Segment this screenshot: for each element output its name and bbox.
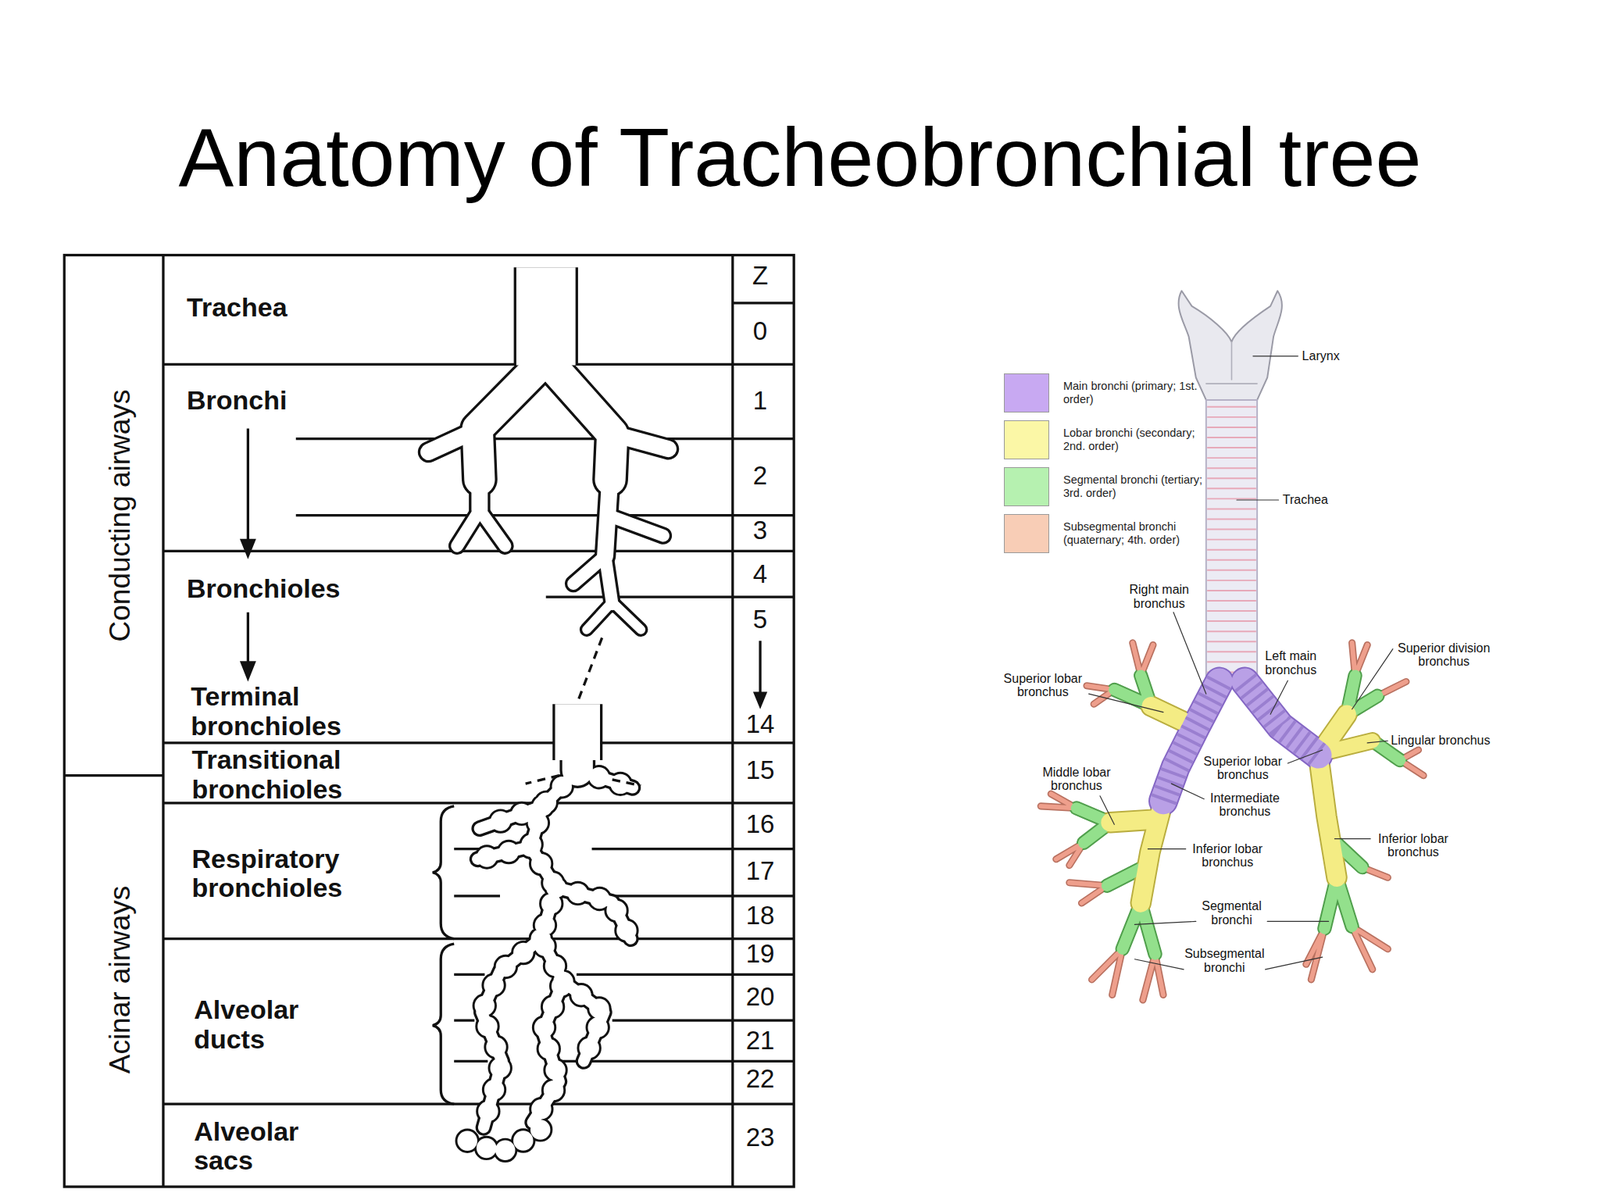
anatomy-label: Inferior lobar bronchus (1367, 832, 1458, 860)
anatomy-label: Lingular bronchus (1390, 733, 1490, 748)
generation-number: 4 (753, 560, 768, 589)
main-bronchus-outline (1163, 681, 1319, 801)
generation-number: 0 (753, 317, 768, 346)
legend-text: Main bronchi (primary; 1st. order) (1063, 378, 1204, 407)
tree-outline (477, 359, 612, 480)
legend-swatch (1003, 420, 1049, 460)
anatomy-label: Segmental bronchi (1196, 899, 1267, 927)
bronchial-illustration (1040, 290, 1424, 1000)
table-rules (64, 255, 794, 1187)
zone-label: Alveolar sacs (193, 1116, 350, 1175)
legend-swatch (1003, 373, 1049, 413)
trachea-rings (1207, 406, 1257, 683)
arrow-shaft (247, 428, 761, 695)
tree-fill (457, 510, 664, 604)
trachea-shape (1206, 400, 1258, 688)
generation-number: 20 (746, 982, 775, 1011)
anatomy-label: Middle lobar bronchus (1032, 765, 1121, 793)
arrow-head (239, 539, 768, 710)
bracket (432, 806, 454, 1104)
generation-number: 19 (746, 939, 775, 968)
table-frame (64, 255, 794, 1187)
zone-label: Transitional bronchioles (192, 745, 396, 804)
tree-outline (586, 602, 641, 630)
generation-number: 18 (746, 900, 775, 929)
alveoli-outline (477, 770, 633, 1128)
generation-number: 1 (753, 386, 768, 415)
tree-fill (477, 770, 633, 1128)
region-label: Conducting airways (104, 389, 137, 642)
anatomy-label: Inferior lobar bronchus (1182, 842, 1273, 870)
bronchus-rings (1163, 681, 1319, 801)
tree-fill (477, 359, 612, 480)
dashed-continuation (525, 637, 642, 786)
generation-number: 14 (746, 710, 775, 739)
generation-number: Z (752, 260, 768, 290)
zone-label: Alveolar ducts (193, 995, 350, 1054)
segmental-outline (1076, 675, 1400, 955)
zone-label: Bronchioles (186, 574, 340, 604)
tree-outline (477, 770, 633, 1128)
anatomy-label: Superior lobar bronchus (999, 671, 1087, 700)
generation-number: 16 (746, 810, 775, 839)
generation-number: 21 (746, 1026, 775, 1055)
generation-number: 15 (746, 756, 775, 785)
generation-number: 22 (746, 1064, 775, 1093)
anatomy-label: Left main bronchus (1251, 649, 1330, 677)
leader-line (1089, 356, 1393, 970)
airway-tree (428, 267, 669, 1154)
tree-fill (586, 602, 641, 630)
segmental-bronchus (1076, 675, 1400, 955)
generation-number: 5 (753, 605, 768, 634)
anatomy-label: Superior lobar bronchus (1197, 754, 1288, 783)
anatomy-label: Larynx (1302, 349, 1340, 364)
anatomy-label: Subsegmental bronchi (1181, 947, 1268, 975)
zone-label: Respiratory bronchioles (192, 844, 396, 904)
legend-text: Segmental bronchi (tertiary; 3rd. order) (1063, 473, 1204, 501)
generation-number: 23 (746, 1123, 775, 1152)
table-grid (64, 255, 794, 1187)
anatomy-label: Right main bronchus (1120, 582, 1199, 611)
slide-title: Anatomy of Tracheobronchial tree (0, 108, 1600, 208)
anatomy-label: Intermediate bronchus (1205, 791, 1284, 819)
zone-label: Terminal bronchioles (190, 682, 394, 741)
legend-swatch (1003, 514, 1049, 554)
region-label: Acinar airways (104, 885, 137, 1075)
zone-label: Trachea (186, 293, 288, 323)
anatomy-label: Trachea (1282, 492, 1329, 508)
legend-text: Lobar bronchi (secondary; 2nd. order) (1063, 426, 1204, 454)
main-bronchus (1163, 681, 1319, 801)
generation-number: 2 (753, 460, 768, 490)
tree-outline (457, 510, 664, 604)
alveoli-fill (477, 770, 633, 1128)
legend-swatch (1003, 467, 1049, 507)
zone-label: Bronchi (186, 386, 287, 416)
generation-number: 3 (753, 516, 768, 545)
generation-number: 17 (746, 857, 775, 886)
anatomy-label: Superior division bronchus (1389, 641, 1499, 669)
legend-text: Subsegmental bronchi (quaternary; 4th. o… (1063, 520, 1204, 548)
larynx-detail (1206, 342, 1258, 385)
